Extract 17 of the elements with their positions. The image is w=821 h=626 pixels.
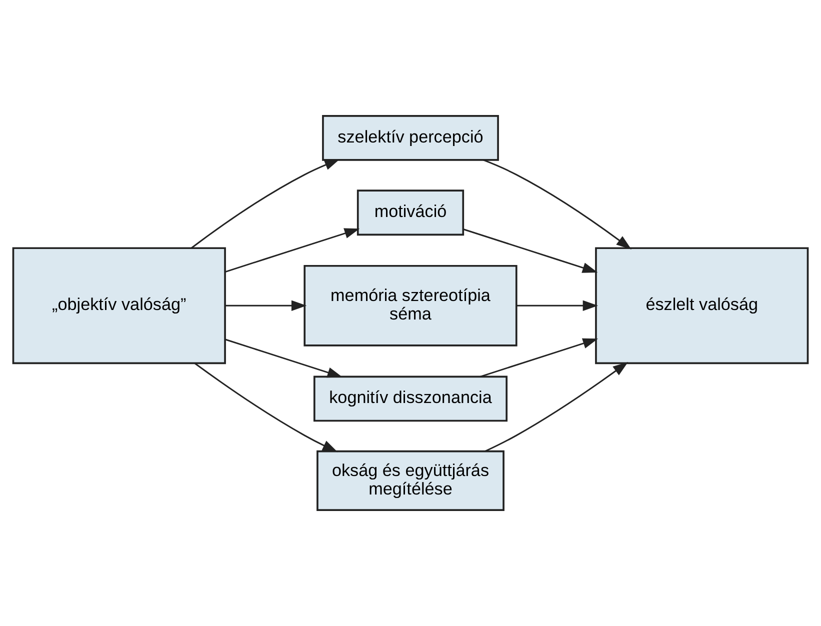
- arrow: [484, 362, 628, 452]
- node-box: motiváció: [356, 190, 464, 236]
- arrow: [225, 300, 307, 311]
- arrow: [463, 228, 598, 273]
- node-box: észlelt valóság: [595, 247, 809, 364]
- node-box: memória sztereotípia séma: [304, 264, 518, 346]
- arrow: [194, 362, 338, 452]
- arrow: [224, 228, 360, 273]
- node-box: „objektív valóság”: [12, 247, 226, 364]
- node-box: kognitív disszonancia: [313, 376, 508, 422]
- node-box: szelektív percepció: [322, 114, 499, 161]
- arrow: [516, 300, 598, 311]
- arrow: [190, 159, 340, 249]
- arrow: [480, 338, 598, 378]
- node-box: okság és együttjárás megítélése: [316, 450, 504, 512]
- arrow: [224, 338, 343, 378]
- arrow: [482, 159, 632, 250]
